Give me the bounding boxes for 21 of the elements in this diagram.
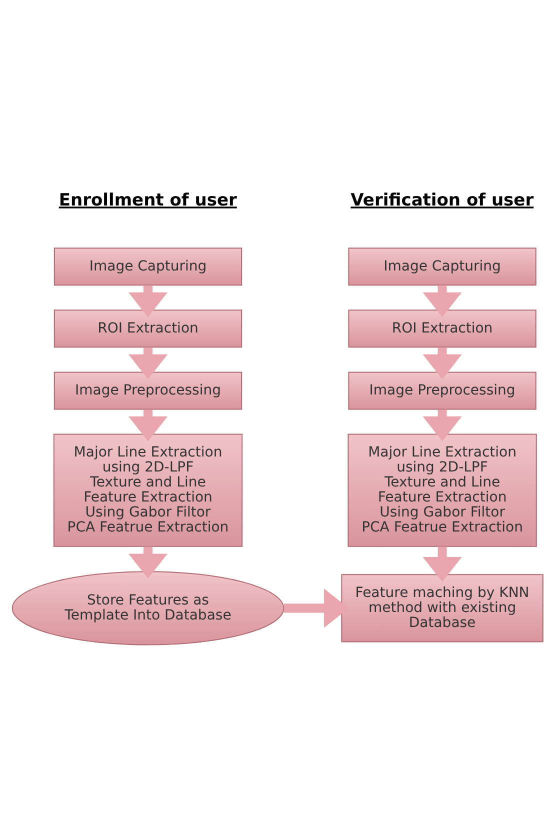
arrow: [422, 409, 462, 441]
arrow: [422, 284, 462, 317]
node-box: Image Preprocessing: [348, 371, 536, 410]
node-box: ROI Extraction: [348, 309, 536, 348]
node-box: Major Line Extraction using 2D-LPF Texture and Line Feature Extraction Using Gabor Filtor PCA Featrue Extraction: [53, 433, 243, 546]
node-ellipse: Store Features as Template Into Database: [12, 570, 284, 645]
node-box: Feature maching by KNN method with existing Database: [341, 574, 544, 642]
node-box: ROI Extraction: [54, 309, 242, 348]
node-box: Image Capturing: [54, 247, 242, 286]
arrow: [284, 588, 349, 628]
label: Enrollment of user: [58, 190, 237, 210]
node-box: Major Line Extraction using 2D-LPF Texture and Line Feature Extraction Using Gabor Filtor PCA Featrue Extraction: [348, 433, 537, 546]
arrow: [128, 346, 168, 379]
arrow: [422, 346, 462, 379]
arrow: [128, 546, 168, 578]
arrow: [128, 409, 168, 441]
arrow: [128, 284, 168, 317]
label: Verification of user: [350, 190, 534, 210]
node-box: Image Preprocessing: [54, 371, 242, 410]
arrow: [422, 546, 462, 582]
node-box: Image Capturing: [348, 247, 536, 286]
